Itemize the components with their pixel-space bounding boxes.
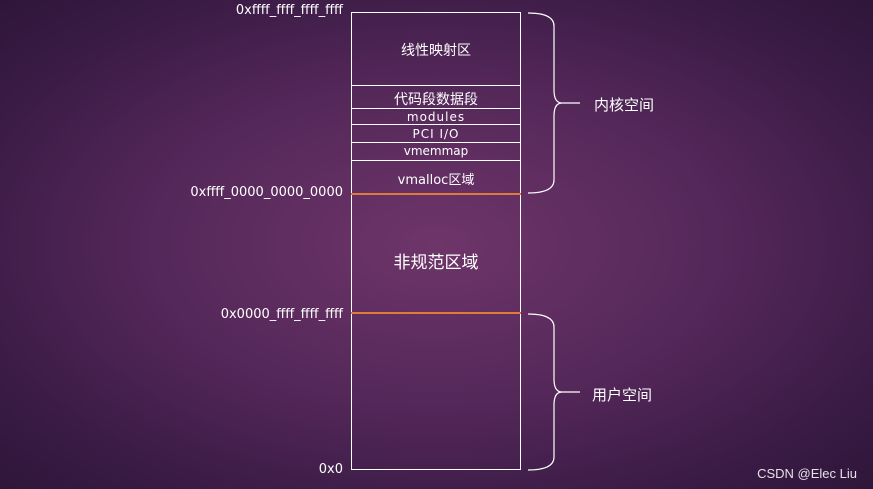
divider-modules-pci — [351, 124, 521, 125]
segment-linear-map: 线性映射区 — [401, 43, 471, 59]
address-top: 0xffff_ffff_ffff_ffff — [235, 3, 343, 18]
kernel-boundary-line — [351, 193, 521, 195]
user-space-brace — [528, 313, 580, 471]
segment-pci-io: PCI I/O — [412, 127, 460, 141]
divider-code-modules — [351, 108, 521, 109]
divider-vmemmap-vmalloc — [351, 160, 521, 161]
segment-non-canonical: 非规范区域 — [393, 253, 479, 273]
kernel-space-label: 内核空间 — [594, 96, 655, 114]
csdn-watermark: CSDN @Elec Liu — [757, 466, 857, 481]
segment-vmemmap: vmemmap — [403, 144, 469, 158]
kernel-space-brace — [528, 12, 580, 194]
segment-vmalloc: vmalloc区域 — [397, 173, 475, 188]
user-space-label: 用户空间 — [592, 386, 653, 404]
divider-pci-vmemmap — [351, 142, 521, 143]
address-user-end: 0x0000_ffff_ffff_ffff — [220, 307, 343, 322]
address-kernel-start: 0xffff_0000_0000_0000 — [190, 185, 343, 200]
segment-code-data: 代码段数据段 — [394, 92, 478, 108]
address-zero: 0x0 — [318, 462, 343, 477]
user-boundary-line — [351, 312, 521, 314]
address-space-box — [351, 12, 521, 470]
divider-linear-code — [351, 85, 521, 86]
segment-modules: modules — [406, 110, 466, 124]
